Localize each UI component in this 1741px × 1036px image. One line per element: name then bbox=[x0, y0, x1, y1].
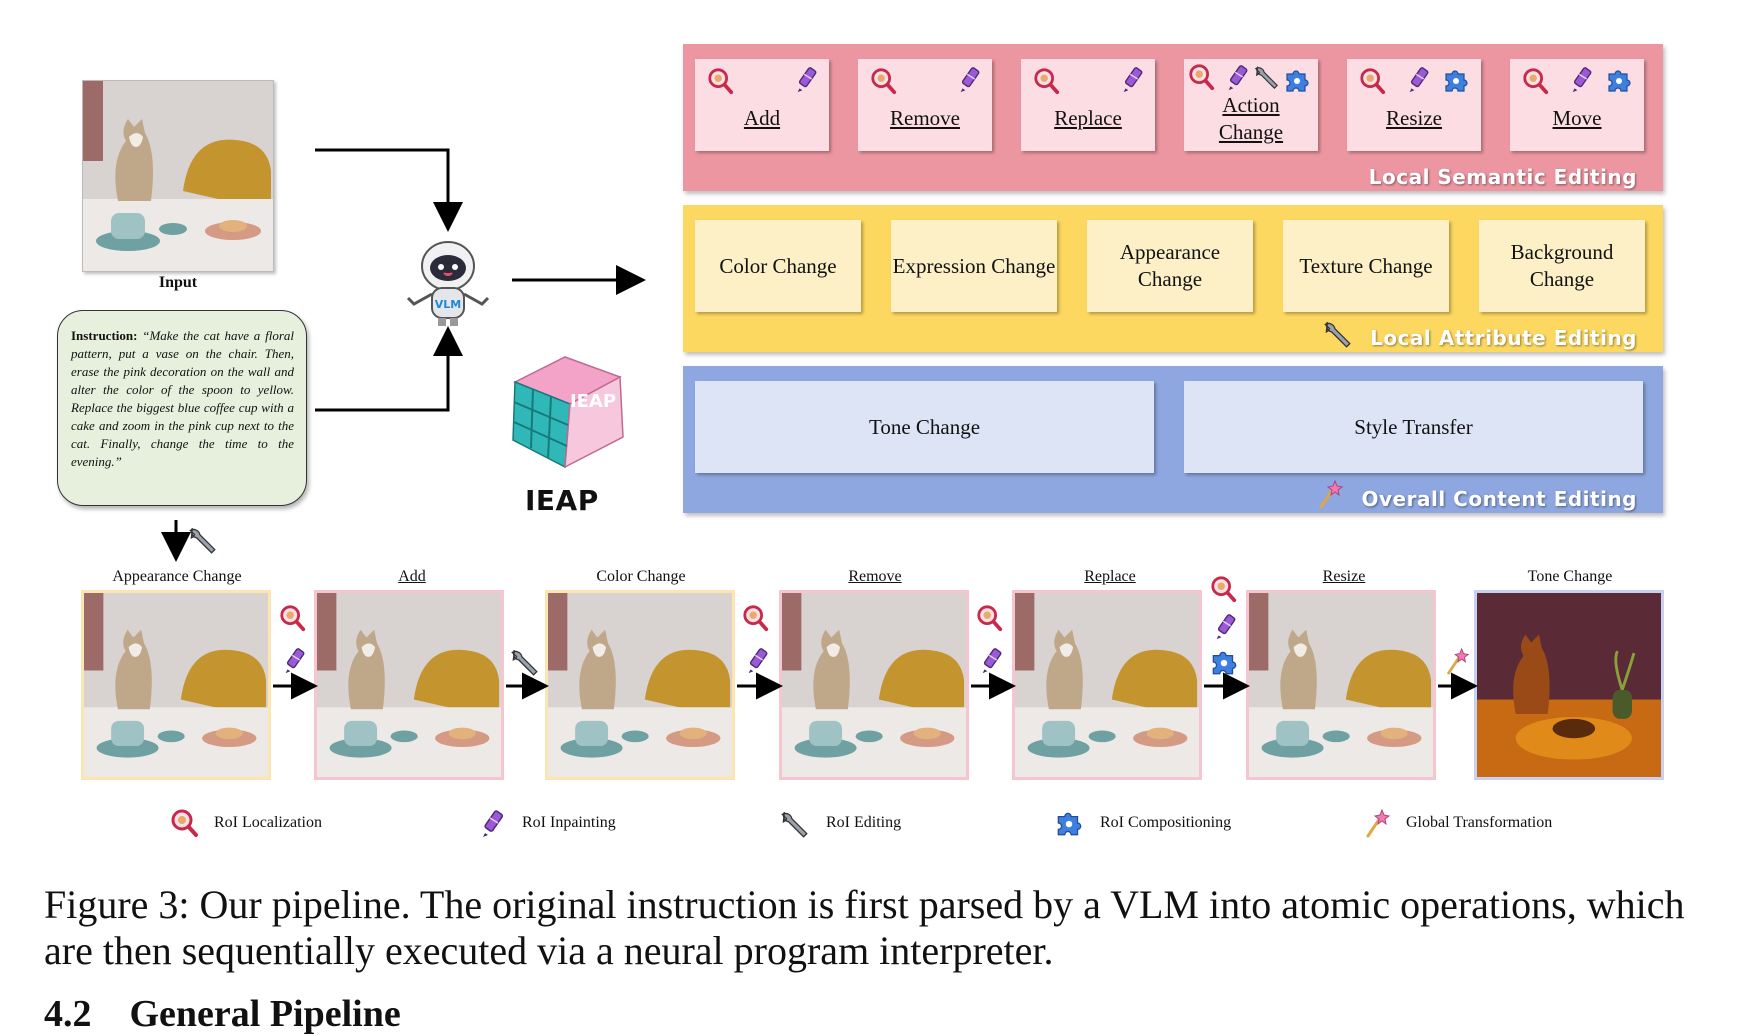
crayon-icon bbox=[284, 647, 306, 674]
local-semantic-title: Local Semantic Editing bbox=[1368, 165, 1637, 189]
op-color-change: Color Change bbox=[695, 220, 861, 312]
step-label-add: Add bbox=[398, 568, 426, 585]
legend-roi-localization: RoI Localization bbox=[170, 808, 322, 838]
crayon-icon bbox=[482, 809, 504, 838]
crayon-icon bbox=[747, 647, 769, 674]
robot-icon: VLM bbox=[402, 232, 494, 333]
op-replace: Replace bbox=[1021, 59, 1155, 151]
step-label-resize: Resize bbox=[1322, 568, 1366, 585]
op-appearance-change: Appearance Change bbox=[1087, 220, 1253, 312]
svg-text:VLM: VLM bbox=[435, 298, 461, 311]
magic-wand-icon bbox=[1366, 808, 1391, 838]
step-label-color-change: Color Change bbox=[596, 568, 686, 585]
magnifier-icon bbox=[742, 604, 769, 632]
flow-arrows bbox=[161, 148, 646, 562]
input-label: Input bbox=[158, 274, 198, 291]
figure-caption: Figure 3: Our pipeline. The original ins… bbox=[44, 882, 1685, 973]
instruction-prefix: Instruction: bbox=[71, 328, 138, 343]
op-tone-change: Tone Change bbox=[695, 381, 1154, 473]
magnifier-icon bbox=[976, 604, 1003, 632]
op-action-change: Action Change bbox=[1184, 59, 1318, 151]
magic-wand-icon bbox=[1447, 647, 1470, 675]
step-label-remove: Remove bbox=[848, 568, 902, 585]
op-resize: Resize bbox=[1347, 59, 1481, 151]
overall-content-panel: Tone Change Style Transfer Overall Conte… bbox=[683, 366, 1663, 513]
ieap-label: IEAP bbox=[525, 484, 599, 517]
pipeline-arrows bbox=[273, 575, 1478, 700]
input-image bbox=[82, 80, 274, 272]
step-label-tone-change: Tone Change bbox=[1527, 568, 1613, 585]
local-attribute-title: Local Attribute Editing bbox=[1370, 326, 1637, 350]
wrench-icon bbox=[511, 649, 538, 676]
crayon-icon bbox=[1215, 613, 1237, 640]
op-style-transfer: Style Transfer bbox=[1184, 381, 1643, 473]
overall-content-title: Overall Content Editing bbox=[1361, 487, 1637, 511]
step-label-replace: Replace bbox=[1084, 568, 1136, 585]
legend-roi-inpainting: RoI Inpainting bbox=[478, 808, 616, 838]
magnifier-icon bbox=[279, 604, 306, 632]
magnifier-icon bbox=[1210, 575, 1237, 603]
legend-global-transformation: Global Transformation bbox=[1362, 808, 1552, 838]
local-semantic-panel: Add Remove Replace Action Change Resize … bbox=[683, 44, 1663, 191]
puzzle-icon bbox=[1212, 651, 1237, 675]
crayon-icon bbox=[981, 647, 1003, 674]
step-label-appearance-change: Appearance Change bbox=[112, 568, 242, 585]
legend-roi-compositioning: RoI Compositioning bbox=[1052, 808, 1231, 838]
local-attribute-panel: Color Change Expression Change Appearanc… bbox=[683, 205, 1663, 352]
section-heading: 4.2 General Pipeline bbox=[44, 993, 401, 1035]
svg-text:IEAP: IEAP bbox=[570, 391, 616, 412]
op-background-change: Background Change bbox=[1479, 220, 1645, 312]
op-remove: Remove bbox=[858, 59, 992, 151]
op-move: Move bbox=[1510, 59, 1644, 151]
op-texture-change: Texture Change bbox=[1283, 220, 1449, 312]
legend-roi-editing: RoI Editing bbox=[778, 808, 901, 838]
wrench-icon bbox=[781, 811, 808, 838]
puzzle-icon bbox=[1057, 812, 1082, 836]
instruction-bubble: Instruction: “Make the cat have a floral… bbox=[57, 310, 307, 506]
step-image bbox=[81, 590, 271, 780]
magnifier-icon bbox=[171, 809, 198, 837]
op-expression-change: Expression Change bbox=[891, 220, 1057, 312]
instruction-text: “Make the cat have a floral pattern, put… bbox=[71, 328, 294, 469]
op-add: Add bbox=[695, 59, 829, 151]
rubik-cube-icon: IEAP bbox=[505, 352, 635, 477]
